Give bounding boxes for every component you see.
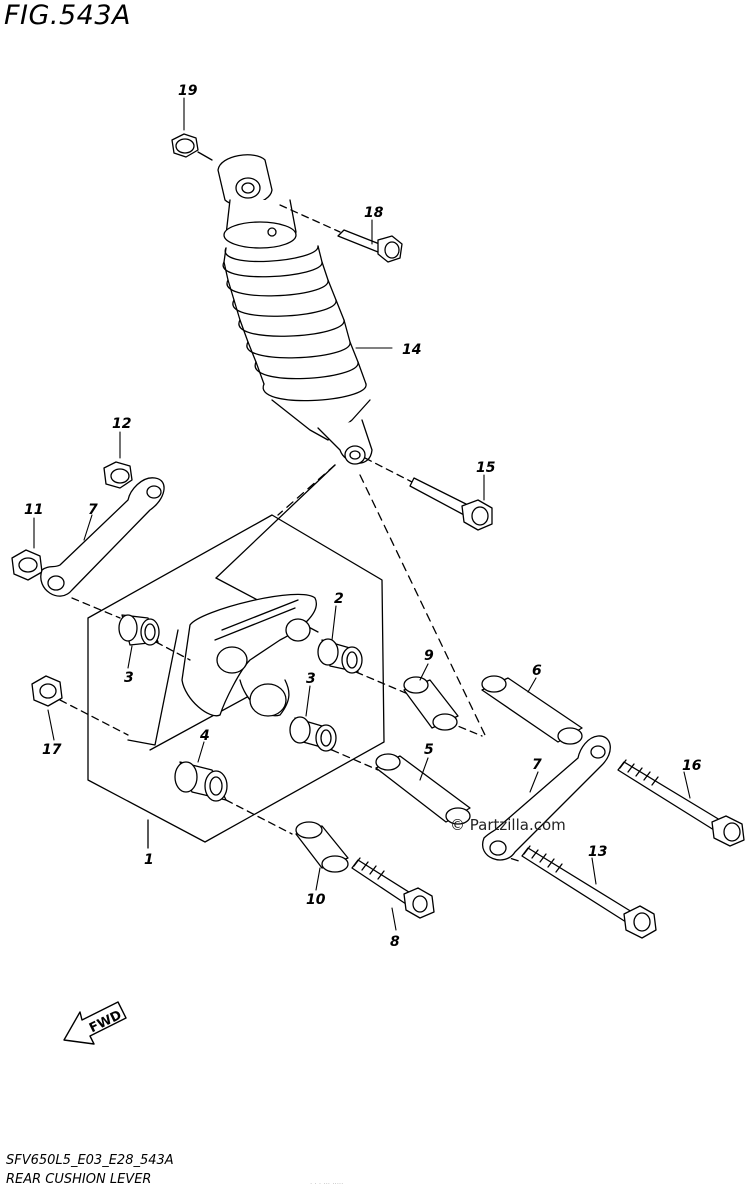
bolt-18 [279, 204, 403, 263]
callout-labels: 19 18 14 12 15 11 7 2 3 9 6 3 17 4 5 7 1… [24, 83, 702, 950]
callout-19: 19 [178, 83, 198, 99]
link-rod-7-right [481, 735, 611, 861]
bolt-11 [521, 845, 657, 939]
figure-code: SFV650L5_E03_E28_543A [6, 1153, 174, 1168]
link-rod-7-left [40, 477, 165, 597]
cushion-lever [181, 593, 317, 717]
callout-7-right: 7 [532, 757, 542, 773]
callout-13: 11 [24, 502, 43, 518]
callout-10: 10 [306, 892, 326, 908]
bolt-12 [617, 759, 745, 847]
callout-15: 17 [42, 742, 62, 758]
fwd-arrow-icon: FWD [63, 1001, 127, 1045]
callout-16: 14 [402, 342, 421, 358]
figure-title: FIG.543A [4, 0, 132, 31]
callout-14: 12 [112, 416, 131, 432]
callout-9: 9 [424, 648, 434, 664]
callout-3-left: 3 [124, 670, 134, 686]
figure-name: REAR CUSHION LEVER [6, 1172, 152, 1187]
callout-12: 16 [682, 758, 702, 774]
callout-17: 15 [476, 460, 496, 476]
bearing-2 [317, 638, 363, 674]
callout-6: 6 [532, 663, 542, 679]
callout-leaders [33, 97, 691, 931]
callout-8: 8 [390, 934, 400, 950]
nut-15 [31, 675, 63, 707]
nut-13 [11, 549, 43, 581]
nut-14 [103, 461, 133, 489]
faint-footer-text: · · · ··· ····· [310, 1180, 344, 1188]
callout-5: 5 [424, 742, 434, 758]
rear-shock-absorber [217, 154, 373, 465]
bolt-8 [351, 857, 435, 919]
callout-18: 18 [364, 205, 384, 221]
callout-11: 13 [588, 844, 607, 860]
watermark: © Partzilla.com [450, 816, 566, 834]
bearing-3-right [289, 716, 337, 752]
callout-7-left: 7 [88, 502, 98, 518]
callout-4: 4 [199, 728, 210, 744]
callout-1: 1 [144, 852, 154, 868]
spacer-5 [375, 753, 471, 825]
callout-2: 2 [334, 591, 344, 607]
nut-19 [171, 133, 213, 161]
spacer-10 [295, 821, 349, 873]
callout-3-right: 3 [306, 671, 316, 687]
bolt-17 [364, 457, 493, 531]
bearing-3-left [118, 614, 160, 646]
spacer-6 [481, 675, 583, 745]
bearing-4 [174, 761, 228, 802]
spacer-9 [403, 676, 459, 731]
